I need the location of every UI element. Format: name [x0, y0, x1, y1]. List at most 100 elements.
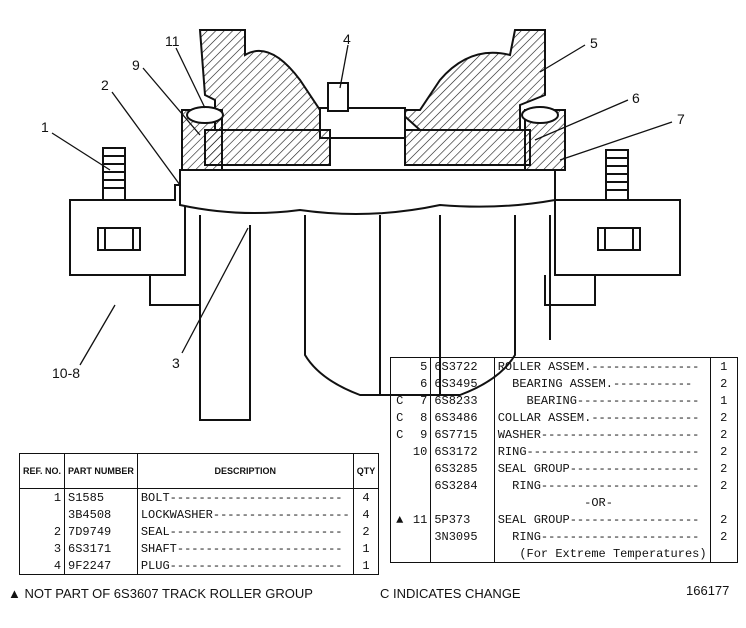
table-row: 6S3284 RING----------------------2 [391, 477, 738, 494]
cell-qty [710, 494, 737, 511]
cell-part: S1585 [64, 488, 138, 506]
cell-part: 6S3486 [430, 409, 495, 426]
cell-desc: -OR- [494, 494, 711, 511]
cell-part: 7D9749 [64, 523, 138, 540]
callout-5: 5 [590, 35, 598, 51]
cell-part: 3B4508 [64, 506, 138, 523]
cell-ref: 5 [408, 357, 432, 375]
callout-4: 4 [343, 31, 351, 47]
header-part-number: PART NUMBER [64, 453, 138, 489]
cell-change-flag [391, 494, 409, 511]
cell-part [430, 494, 495, 511]
table-header-row: REF. NO. PART NUMBER DESCRIPTION QTY [19, 453, 379, 489]
cell-change-flag: ▲ [396, 512, 404, 527]
footer-note: ▲ NOT PART OF 6S3607 TRACK ROLLER GROUP [8, 586, 313, 601]
cell-ref [408, 477, 432, 494]
cell-ref: 3 [19, 540, 66, 557]
cell-desc: SHAFT----------------------- [137, 540, 354, 557]
cell-change-flag: C [396, 427, 404, 442]
cell-change-flag [391, 358, 409, 376]
callout-2: 2 [101, 77, 109, 93]
cell-desc: RING---------------------- [494, 528, 711, 545]
cell-ref [408, 494, 432, 511]
callout-3: 3 [172, 355, 180, 371]
table-row: 1 S1585 BOLT------------------------ 4 [19, 488, 379, 506]
table-row: 4 9F2247 PLUG------------------------ 1 [19, 557, 379, 575]
cell-desc: BEARING ASSEM.----------- [494, 375, 711, 392]
cell-ref: 9 [408, 426, 432, 443]
callout-11: 11 [165, 33, 180, 49]
cell-change-flag [391, 477, 409, 494]
cell-part: 6S3285 [430, 460, 495, 477]
footer-change-legend: C INDICATES CHANGE [380, 586, 521, 601]
cell-qty: 1 [720, 393, 728, 408]
cell-part: 5P373 [430, 511, 495, 528]
drawing-reference-number: 166177 [686, 583, 730, 598]
cell-ref [408, 460, 432, 477]
cell-ref [19, 506, 66, 523]
cell-part: 9F2247 [64, 557, 138, 575]
cell-change-flag [391, 443, 409, 460]
cell-part: 6S3495 [430, 375, 495, 392]
bearing-seal-right [404, 106, 566, 171]
cell-change-flag [391, 375, 409, 392]
cell-desc: ROLLER ASSEM.--------------- [494, 357, 711, 375]
cell-part: 6S8233 [430, 392, 495, 409]
table-row: 3 6S3171 SHAFT----------------------- 1 [19, 540, 379, 557]
cell-part: 6S3171 [64, 540, 138, 557]
cell-change-flag [391, 460, 409, 477]
cell-qty: 2 [720, 444, 728, 459]
cell-ref: 1 [19, 488, 66, 506]
cell-desc: PLUG------------------------ [137, 557, 354, 575]
bearing-seal-left [181, 106, 331, 171]
cell-change-flag [391, 545, 409, 563]
cell-qty: 2 [720, 461, 728, 476]
cell-qty: 1 [362, 558, 370, 573]
table-row: -OR- [391, 494, 738, 511]
cell-qty: 2 [720, 427, 728, 442]
cell-part: 3N3095 [430, 528, 495, 545]
cell-ref: 8 [408, 409, 432, 426]
cell-desc: (For Extreme Temperatures) [494, 545, 711, 563]
cell-qty: 4 [362, 507, 370, 522]
callout-10-8: 10-8 [52, 365, 81, 381]
cell-ref: 2 [19, 523, 66, 540]
callout-9: 9 [132, 57, 140, 73]
cell-desc: SEAL GROUP------------------ [494, 460, 711, 477]
cell-desc: LOCKWASHER------------------- [137, 506, 354, 523]
callout-6: 6 [632, 90, 640, 106]
table-row: (For Extreme Temperatures) [391, 545, 738, 563]
roller-body-section [198, 29, 546, 139]
cell-part: 6S3172 [430, 443, 495, 460]
cell-qty: 2 [720, 478, 728, 493]
cell-change-flag [391, 528, 409, 545]
cell-desc: BEARING----------------- [494, 392, 711, 409]
cell-ref [408, 545, 432, 563]
callout-7: 7 [677, 111, 685, 127]
cell-ref [408, 528, 432, 545]
cell-qty: 2 [720, 376, 728, 391]
cell-qty: 2 [720, 410, 728, 425]
cell-part [430, 545, 495, 563]
bolt-right [605, 149, 629, 201]
cell-desc: BOLT------------------------ [137, 488, 354, 506]
cell-qty: 2 [720, 529, 728, 544]
shaft [179, 169, 556, 215]
header-ref-no: REF. NO. [19, 453, 66, 489]
cell-ref: 10 [408, 443, 432, 460]
callout-1: 1 [41, 119, 49, 135]
cell-qty: 1 [720, 359, 728, 374]
cell-qty: 4 [362, 490, 370, 505]
cell-qty: 2 [720, 512, 728, 527]
cell-ref: 4 [19, 557, 66, 575]
cell-qty: 2 [362, 524, 370, 539]
